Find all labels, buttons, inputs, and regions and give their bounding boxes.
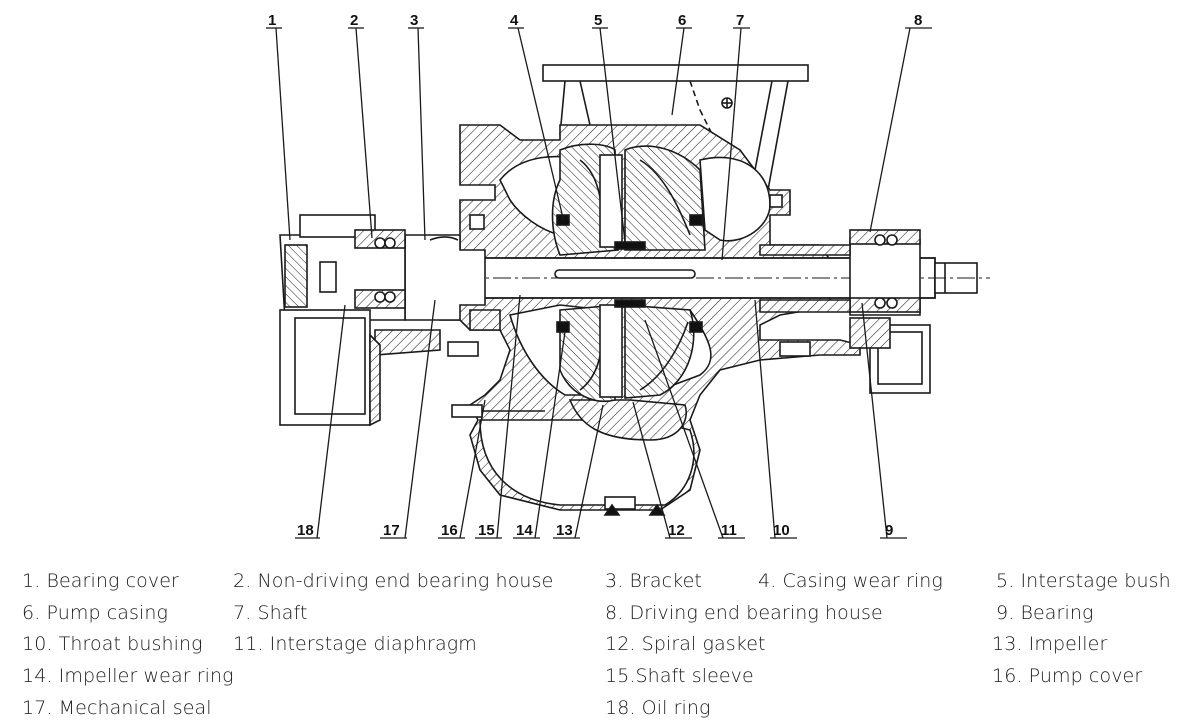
callout-15: 15: [478, 522, 495, 539]
legend-item-18: 18. Oil ring: [605, 697, 711, 719]
legend-item-15: 15.Shaft sleeve: [605, 665, 754, 687]
pump-cross-section-drawing: 1 2 3 4 5 6 7 8 9 10 11 12 13 14 15 16 1…: [266, 12, 990, 539]
legend-item-3: 3. Bracket: [605, 570, 702, 592]
legend-item-11: 11. Interstage diaphragm: [233, 633, 477, 655]
legend-item-10: 10. Throat bushing: [22, 633, 203, 655]
callout-12: 12: [668, 522, 685, 539]
callout-10: 10: [773, 522, 790, 539]
callout-17: 17: [383, 522, 400, 539]
callout-2: 2: [350, 12, 358, 29]
legend-item-7: 7. Shaft: [233, 602, 308, 624]
legend-item-17: 17. Mechanical seal: [22, 697, 212, 719]
legend-item-8: 8. Driving end bearing house: [605, 602, 883, 624]
callout-5: 5: [594, 12, 602, 29]
callout-6: 6: [678, 12, 686, 29]
callout-4: 4: [510, 12, 519, 29]
legend-item-5: 5. Interstage bush: [996, 570, 1171, 592]
legend-item-16: 16. Pump cover: [992, 665, 1143, 687]
callout-9: 9: [885, 522, 893, 539]
legend-item-12: 12. Spiral gasket: [605, 633, 766, 655]
legend-item-9: 9. Bearing: [996, 602, 1094, 624]
callout-3: 3: [410, 12, 418, 29]
callout-13: 13: [556, 522, 573, 539]
callout-1: 1: [268, 12, 276, 29]
legend-item-2: 2. Non-driving end bearing house: [233, 570, 554, 592]
legend-item-1: 1. Bearing cover: [22, 570, 179, 592]
legend-item-6: 6. Pump casing: [22, 602, 169, 624]
pump-drawing-body: [279, 64, 990, 516]
callout-8: 8: [914, 12, 922, 29]
callout-7: 7: [736, 12, 744, 29]
callout-11: 11: [721, 522, 737, 539]
callout-14: 14: [516, 522, 533, 539]
legend-item-4: 4. Casing wear ring: [758, 570, 943, 592]
callout-numbers: 1 2 3 4 5 6 7 8 9 10 11 12 13 14 15 16 1…: [268, 12, 922, 539]
callout-lines: [266, 27, 932, 539]
legend-item-14: 14. Impeller wear ring: [22, 665, 234, 687]
legend-item-13: 13. Impeller: [992, 633, 1108, 655]
callout-16: 16: [441, 522, 458, 539]
callout-18: 18: [297, 522, 314, 539]
